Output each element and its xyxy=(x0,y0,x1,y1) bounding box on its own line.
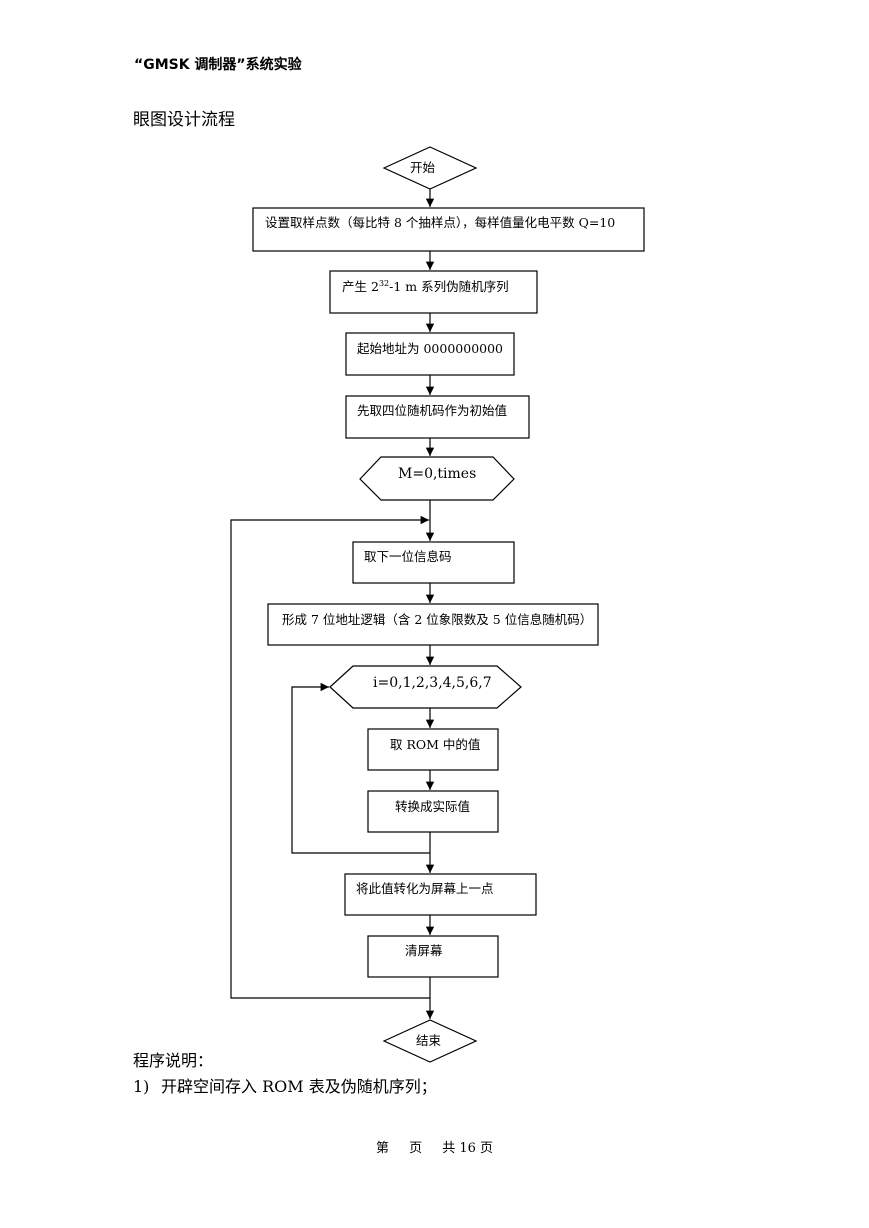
step-set-sampling xyxy=(252,207,645,252)
step-set-sampling-label: 设置取样点数（每比特 8 个抽样点），每样值量化电平数 Q=10 xyxy=(265,215,616,230)
step-address-logic-label: 形成 7 位地址逻辑（含 2 位象限数及 5 位信息随机码） xyxy=(282,612,593,627)
step-read-rom-label: 取 ROM 中的值 xyxy=(390,737,481,752)
section-title: 眼图设计流程 xyxy=(133,110,235,130)
note-item: 1) 开辟空间存入 ROM 表及伪随机序列； xyxy=(133,1073,437,1097)
step-address-logic xyxy=(267,603,599,646)
step-generate-sequence xyxy=(329,270,538,314)
footer-total: 共 16 页 xyxy=(442,1141,494,1156)
loop-outer-shape xyxy=(359,456,515,501)
step-next-bit xyxy=(352,541,515,584)
page-header: “GMSK 调制器”系统实验 xyxy=(134,57,302,73)
footer-page-unit: 页 xyxy=(409,1141,423,1156)
step-initial-value xyxy=(345,395,530,439)
end-label: 结束 xyxy=(416,1033,442,1048)
inner-loop-return xyxy=(291,682,430,854)
step-clear xyxy=(367,935,499,978)
loop-inner-shape xyxy=(329,665,522,709)
end-terminal xyxy=(382,1019,478,1063)
step-to-screen xyxy=(344,873,537,916)
start-label: 开始 xyxy=(410,160,436,175)
step-generate-sequence-label: 产生 232-1 m 系列伪随机序列 xyxy=(342,279,509,294)
step-to-screen-label: 将此值转化为屏幕上一点 xyxy=(356,881,494,896)
loop-outer-label: M=0,times xyxy=(398,466,477,482)
step-convert xyxy=(367,790,499,833)
step-read-rom xyxy=(367,728,499,771)
step-start-address-label: 起始地址为 0000000000 xyxy=(357,341,504,356)
start-terminal xyxy=(382,146,478,190)
step-next-bit-label: 取下一位信息码 xyxy=(364,549,452,564)
step-start-address xyxy=(345,332,515,376)
footer-page-label: 第 xyxy=(375,1141,389,1156)
note-number: 1) xyxy=(133,1077,150,1096)
step-initial-value-label: 先取四位随机码作为初始值 xyxy=(357,403,508,418)
page-footer: 第 页 共 16 页 xyxy=(0,1137,869,1156)
loop-inner-label: i=0,1,2,3,4,5,6,7 xyxy=(373,675,492,691)
step-clear-label: 清屏幕 xyxy=(405,943,443,958)
step-convert-label: 转换成实际值 xyxy=(395,799,471,814)
outer-loop-return xyxy=(230,515,430,999)
note-text: 开辟空间存入 ROM 表及伪随机序列； xyxy=(161,1077,437,1096)
notes-title: 程序说明： xyxy=(133,1051,214,1070)
